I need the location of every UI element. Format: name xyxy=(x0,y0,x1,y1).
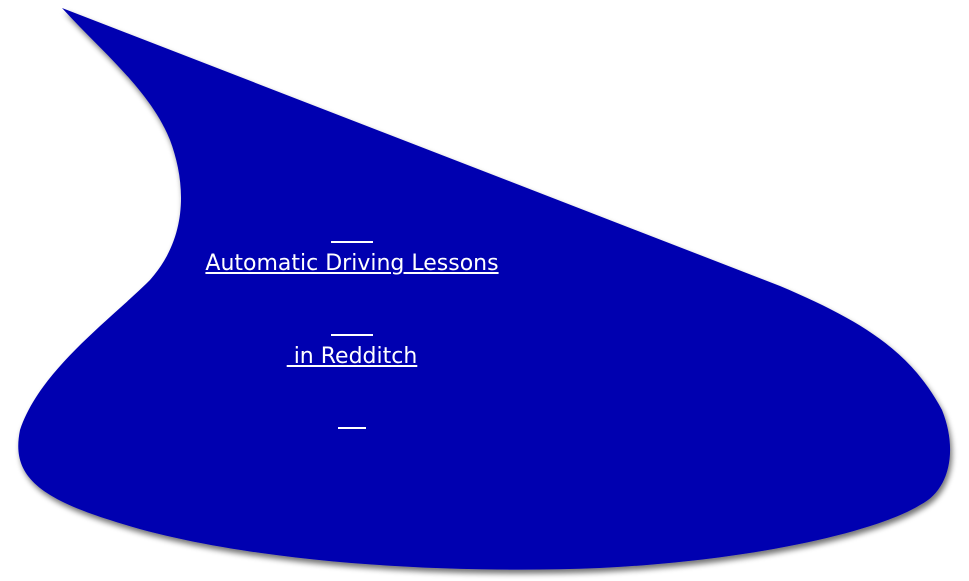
link-line-1: Automatic Driving Lessons xyxy=(205,251,499,276)
link-line-2: in Redditch xyxy=(286,344,418,369)
automatic-driving-lessons-link[interactable]: Automatic Driving Lessons in Redditch xyxy=(176,220,528,431)
driving-lessons-link-container: Automatic Driving Lessons in Redditch xyxy=(176,186,528,434)
